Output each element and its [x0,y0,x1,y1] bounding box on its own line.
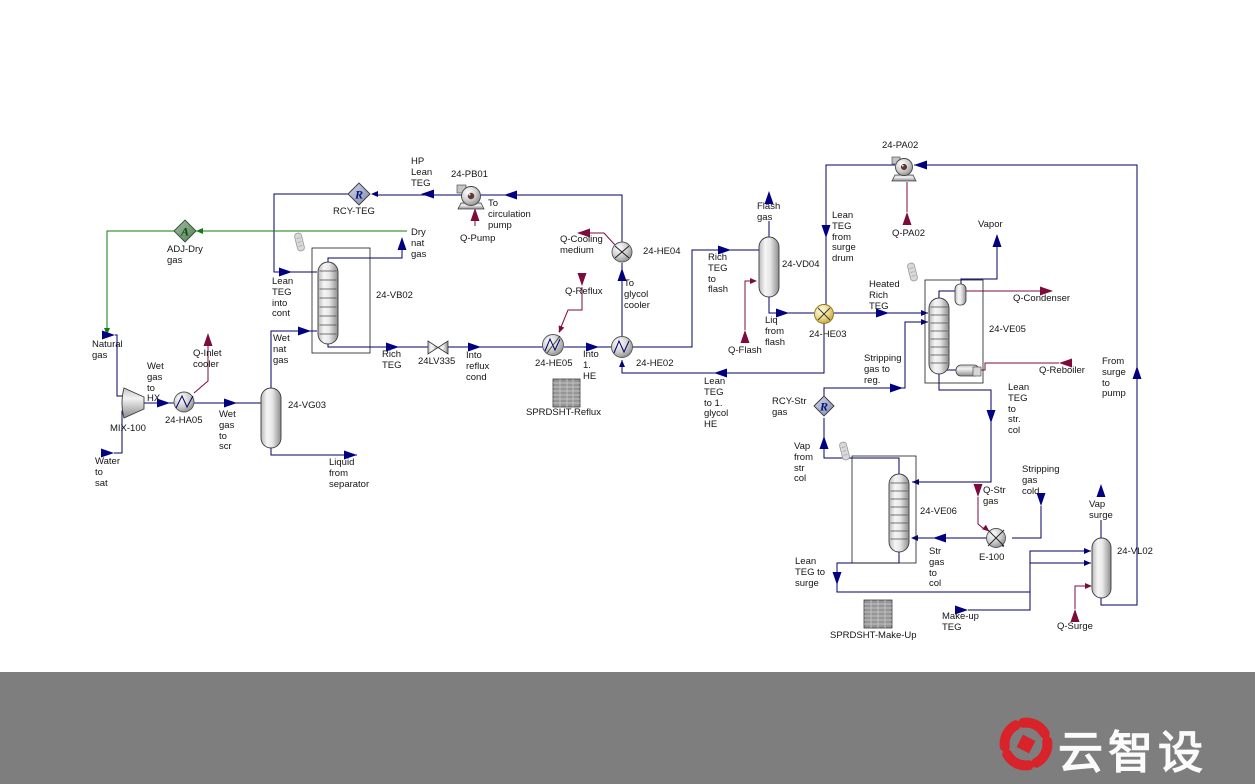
label-q-flash[interactable]: Q-Flash [728,345,762,356]
label-q-pump[interactable]: Q-Pump [460,233,496,244]
label-24-ha05[interactable]: 24-HA05 [165,415,203,426]
label-24-ve05[interactable]: 24-VE05 [989,324,1026,335]
absorber-column-24-vb02[interactable] [317,261,339,345]
adjust-connection-line [106,230,407,328]
label-to-circulation-pump[interactable]: To circulation pump [488,198,531,231]
exchanger-24-he02[interactable] [611,336,633,358]
pump-24-pb01[interactable] [456,184,485,210]
label-24-pb01[interactable]: 24-PB01 [451,169,488,180]
label-lean-teg-from-surge-drum[interactable]: Lean TEG from surge drum [832,210,856,265]
label-from-surge-to-pump[interactable]: From surge to pump [1102,356,1126,400]
label-wet-nat-gas[interactable]: Wet nat gas [273,333,290,366]
label-24lv335[interactable]: 24LV335 [418,356,456,367]
exchanger-e-100[interactable] [986,528,1006,548]
label-vapor[interactable]: Vapor [978,219,1003,230]
label-24-ve06[interactable]: 24-VE06 [920,506,957,517]
recycle-letter: R [354,188,363,202]
surge-drum-24-vl02[interactable] [1091,537,1112,599]
pump-24-pa02[interactable] [891,156,917,182]
label-heated-rich-teg[interactable]: Heated Rich TEG [869,279,900,312]
label-to-glycol-cooler[interactable]: To glycol cooler [624,278,650,311]
label-24-he02[interactable]: 24-HE02 [636,358,674,369]
label-24-vl02[interactable]: 24-VL02 [1117,546,1153,557]
brand-logo-icon [999,717,1053,771]
brand-logo-text: 云智设计 [1058,726,1209,779]
annotation-pin-icon [839,441,850,461]
label-24-he04[interactable]: 24-HE04 [643,246,681,257]
label-sprdsht-make-up[interactable]: SPRDSHT-Make-Up [830,630,917,641]
label-lean-teg-to-str-col[interactable]: Lean TEG to str. col [1008,382,1030,437]
label-wet-gas-to-scr[interactable]: Wet gas to scr [219,409,236,453]
label-into-reflux-cond[interactable]: Into reflux cond [466,350,490,383]
valve-24lv335[interactable] [427,340,449,355]
label-dry-nat-gas[interactable]: Dry nat gas [411,227,427,260]
flash-drum-24-vd04[interactable] [758,236,780,298]
condenser-24-ve05 [954,283,967,306]
label-q-reboiler[interactable]: Q-Reboiler [1039,365,1085,376]
label-make-up-teg[interactable]: Make-up TEG [942,611,979,633]
spreadsheet-sprdsht-reflux[interactable] [552,378,581,408]
label-liq-from-flash[interactable]: Liq from flash [765,315,786,348]
label-q-condenser[interactable]: Q-Condenser [1013,293,1071,304]
label-24-he05[interactable]: 24-HE05 [535,358,573,369]
label-stripping-gas-to-reg[interactable]: Stripping gas to reg. [864,353,902,386]
label-liquid-from-separator[interactable]: Liquid from separator [329,457,370,490]
label-q-str-gas[interactable]: Q-Str gas [983,485,1006,507]
exchanger-24-ha05[interactable] [173,391,195,413]
label-mix-100[interactable]: MIX-100 [110,423,146,434]
label-rich-teg[interactable]: Rich TEG [382,349,402,371]
label-q-pa02[interactable]: Q-PA02 [892,228,926,239]
label-rcy-teg[interactable]: RCY-TEG [333,206,375,217]
label-q-cooling-medium[interactable]: Q-Cooling medium [560,234,603,256]
exchanger-24-he03[interactable] [814,304,834,324]
label-24-pa02[interactable]: 24-PA02 [882,140,919,151]
label-q-reflux[interactable]: Q-Reflux [565,286,603,297]
label-rich-teg-to-flash[interactable]: Rich TEG to flash [708,252,729,296]
spreadsheet-sprdsht-make-up[interactable] [863,599,893,629]
adjust-letter: A [180,225,189,239]
label-adj-dry-gas[interactable]: ADJ-Dry gas [167,244,203,266]
mixer-mix-100[interactable] [121,387,145,419]
label-24-vb02[interactable]: 24-VB02 [376,290,413,301]
stripper-column-24-ve06[interactable] [888,473,910,553]
label-sprdsht-reflux[interactable]: SPRDSHT-Reflux [526,407,601,418]
label-stripping-gas-cold[interactable]: Stripping gas cold [1022,464,1060,497]
label-vap-surge[interactable]: Vap surge [1089,499,1113,521]
exchanger-24-he05[interactable] [542,334,564,356]
label-water-to-sat[interactable]: Water to sat [95,456,120,489]
regenerator-column-24-ve05[interactable] [928,283,982,377]
label-natural-gas[interactable]: Natural gas [92,339,123,361]
label-q-inlet-cooler[interactable]: Q-Inlet cooler [193,348,222,370]
annotation-pin-icon [294,232,305,252]
separator-24-vg03[interactable] [260,387,282,449]
label-q-surge[interactable]: Q-Surge [1057,621,1093,632]
label-lean-teg-to-1-glycol-he[interactable]: Lean TEG to 1. glycol HE [704,376,729,431]
adjust-adj-dry-gas[interactable]: A [173,219,197,243]
label-wet-gas-to-hx[interactable]: Wet gas to HX [147,361,164,405]
label-vap-from-str-col[interactable]: Vap from str col [794,441,813,485]
label-hp-lean-teg[interactable]: HP Lean TEG [411,156,433,189]
label-rcy-str-gas[interactable]: RCY-Str gas [772,396,807,418]
subflowsheet-boxes [311,247,984,564]
cooler-24-he04[interactable] [611,241,633,263]
label-lean-teg-into-cont[interactable]: Lean TEG into cont [272,276,294,320]
label-24-vd04[interactable]: 24-VD04 [782,259,820,270]
energy-stream-lines [193,182,1085,609]
material-stream-lines [114,164,1138,611]
annotation-pin-icon [907,262,918,282]
label-24-vg03[interactable]: 24-VG03 [288,400,327,411]
label-into-1-he[interactable]: Into 1. HE [583,349,599,382]
label-lean-teg-to-surge[interactable]: Lean TEG to surge [795,556,826,589]
recycle-rcy-teg[interactable]: R [347,182,371,206]
label-24-he03[interactable]: 24-HE03 [809,329,847,340]
recycle-letter: R [819,400,828,414]
label-str-gas-to-col[interactable]: Str gas to col [929,546,945,590]
label-flash-gas[interactable]: Flash gas [757,201,781,223]
label-e-100[interactable]: E-100 [979,552,1005,563]
recycle-rcy-str-gas[interactable]: R [813,395,835,417]
